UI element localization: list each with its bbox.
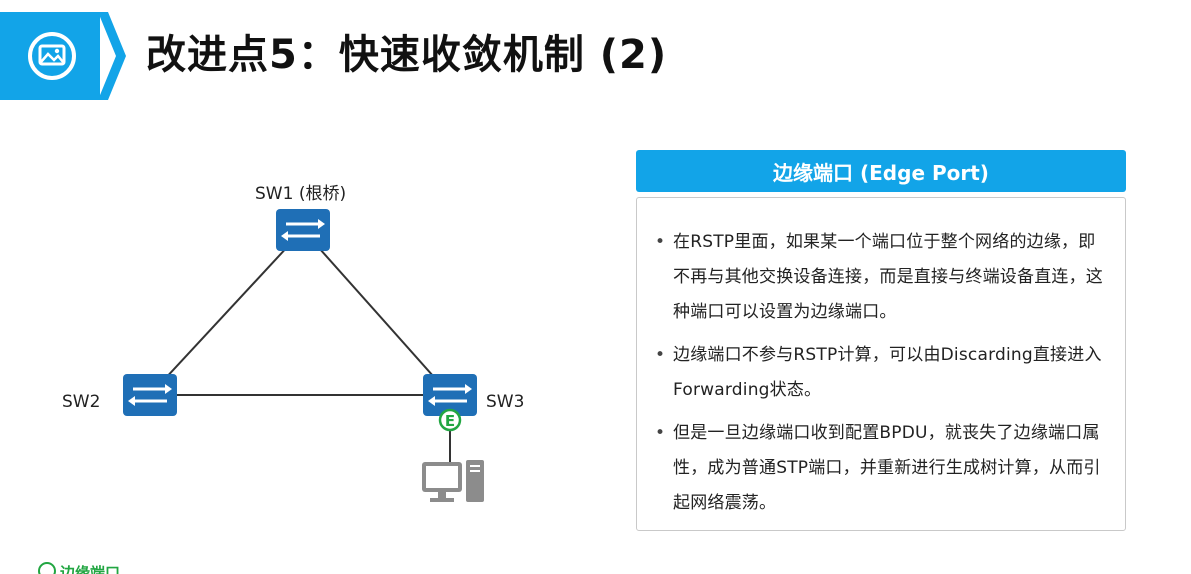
label-sw1: SW1 (根桥) xyxy=(255,184,346,204)
bullet-list: 在RSTP里面，如果某一个端口位于整个网络的边缘，即不再与其他交换设备连接，而是… xyxy=(655,225,1107,521)
switch-sw1 xyxy=(276,209,330,251)
topology-diagram: E SW1 (根桥) SW2 SW3 xyxy=(62,184,524,502)
image-icon xyxy=(28,32,76,80)
svg-text:E: E xyxy=(445,412,455,430)
switch-sw3 xyxy=(423,374,477,416)
label-sw2: SW2 xyxy=(62,392,100,412)
link-sw1-sw3 xyxy=(302,229,451,396)
panel-body: 在RSTP里面，如果某一个端口位于整个网络的边缘，即不再与其他交换设备连接，而是… xyxy=(636,197,1126,531)
legend: 边缘端口 xyxy=(38,562,120,574)
bullet-item: 边缘端口不参与RSTP计算，可以由Discarding直接进入Forwardin… xyxy=(655,338,1107,408)
title-badge xyxy=(0,12,126,100)
bullet-item: 但是一旦边缘端口收到配置BPDU，就丧失了边缘端口属性，成为普通STP端口，并重… xyxy=(655,416,1107,521)
page-title: 改进点5：快速收敛机制 (2) xyxy=(146,32,668,78)
bullet-item: 在RSTP里面，如果某一个端口位于整个网络的边缘，即不再与其他交换设备连接，而是… xyxy=(655,225,1107,330)
link-sw1-sw2 xyxy=(149,229,304,396)
edge-port-legend-icon xyxy=(38,562,56,574)
panel-heading: 边缘端口 (Edge Port) xyxy=(636,150,1126,192)
edge-port-marker: E xyxy=(438,408,462,432)
computer-icon xyxy=(422,460,484,502)
legend-label: 边缘端口 xyxy=(60,564,121,574)
switch-sw2 xyxy=(123,374,177,416)
label-sw3: SW3 xyxy=(486,392,524,412)
